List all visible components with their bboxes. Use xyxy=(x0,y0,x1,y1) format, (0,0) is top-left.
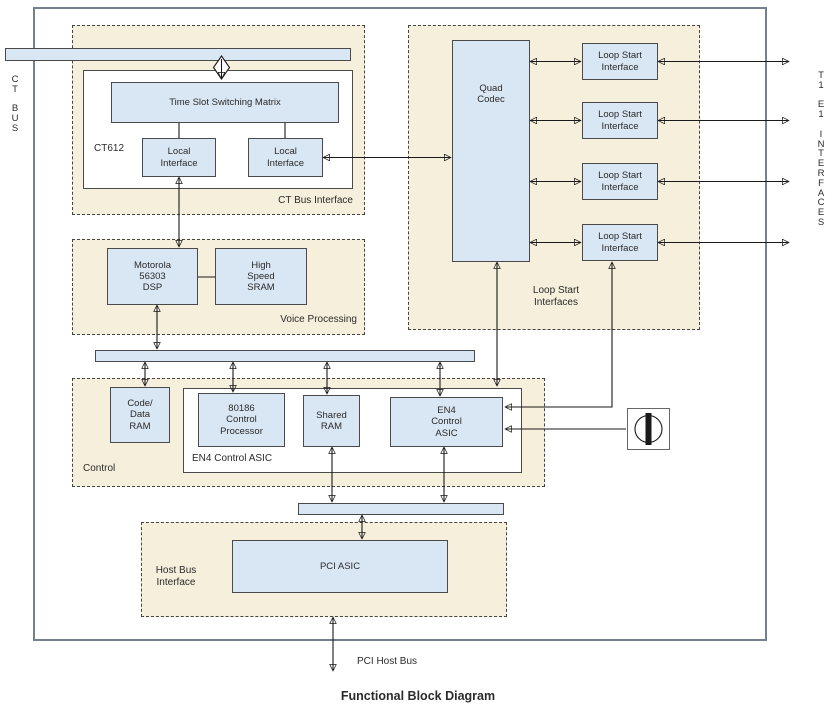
block-local-interface-1: Local Interface xyxy=(142,138,216,177)
voice-processing-label: Voice Processing xyxy=(280,314,357,325)
block-en4-control-asic: EN4 Control ASIC xyxy=(390,397,503,447)
en4-container-label: EN4 Control ASIC xyxy=(192,453,273,464)
oscillator-box xyxy=(627,408,670,450)
block-80186-processor: 80186 Control Processor xyxy=(198,393,285,447)
ct-bus-interface-label: CT Bus Interface xyxy=(278,195,353,206)
block-time-slot-switching-matrix: Time Slot Switching Matrix xyxy=(111,82,339,123)
block-quad-codec: Quad Codec xyxy=(452,40,530,262)
ct612-label: CT612 xyxy=(94,143,125,154)
t1-e1-interfaces-label: T 1 E 1 I N T E R F A C E S xyxy=(817,70,825,228)
host-bus-bar xyxy=(298,503,504,515)
block-high-speed-sram: High Speed SRAM xyxy=(215,248,307,305)
block-pci-asic: PCI ASIC xyxy=(232,540,448,593)
control-label: Control xyxy=(83,463,116,474)
block-shared-ram: Shared RAM xyxy=(303,395,360,447)
block-code-data-ram: Code/ Data RAM xyxy=(110,387,170,443)
block-loop-start-interface-3: Loop Start Interface xyxy=(582,163,658,200)
internal-bus-bar xyxy=(95,350,475,362)
ct-bus-bar xyxy=(5,48,351,61)
host-bus-interface-label: Host Bus Interface xyxy=(155,565,197,588)
system-boundary xyxy=(33,7,767,641)
diagram-caption: Functional Block Diagram xyxy=(340,689,496,703)
block-local-interface-2: Local Interface xyxy=(248,138,323,177)
block-loop-start-interface-1: Loop Start Interface xyxy=(582,43,658,80)
loop-start-interfaces-label: Loop Start Interfaces xyxy=(532,285,580,308)
block-loop-start-interface-4: Loop Start Interface xyxy=(582,224,658,261)
block-loop-start-interface-2: Loop Start Interface xyxy=(582,102,658,139)
block-motorola-dsp: Motorola 56303 DSP xyxy=(107,248,198,305)
ct-bus-side-label: C T B U S xyxy=(11,74,19,134)
pci-host-bus-label: PCI Host Bus xyxy=(357,656,418,667)
